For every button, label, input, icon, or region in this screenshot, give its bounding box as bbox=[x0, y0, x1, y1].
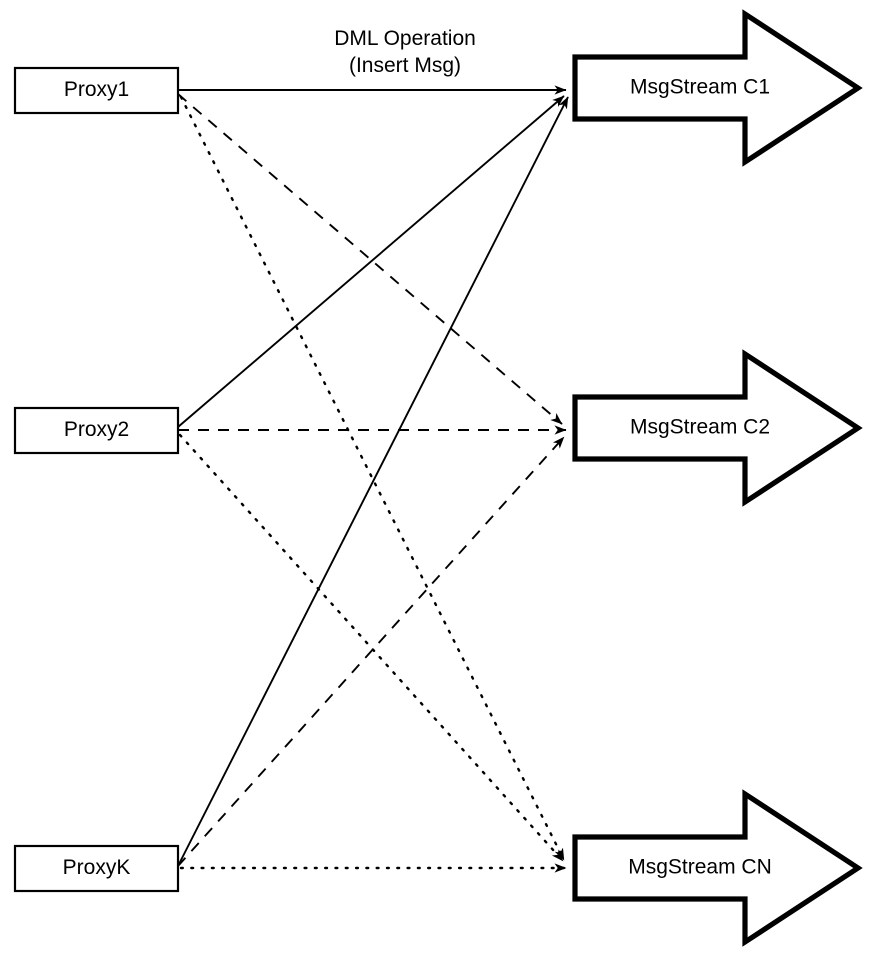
proxyk-node[interactable]: ProxyK bbox=[13, 844, 180, 893]
dml-operation-annotation-line2: (Insert Msg) bbox=[349, 54, 461, 77]
proxy1-node[interactable]: Proxy1 bbox=[13, 66, 180, 115]
msgstream-c2-arrow-shape bbox=[572, 349, 863, 507]
proxy1-label: Proxy1 bbox=[64, 78, 129, 101]
proxyk-label: ProxyK bbox=[63, 856, 131, 879]
edge-proxy2-to-msgstream-cn bbox=[178, 433, 565, 863]
msgstream-c1-node[interactable]: MsgStream C1 bbox=[572, 9, 863, 167]
proxy2-box bbox=[13, 406, 180, 455]
edges-layer bbox=[177, 85, 569, 873]
msgstream-cn-label: MsgStream CN bbox=[628, 856, 772, 879]
edge-proxy1-to-msgstream-cn bbox=[179, 95, 566, 862]
proxy2-node[interactable]: Proxy2 bbox=[13, 406, 180, 455]
msgstream-cn-arrow-shape bbox=[572, 789, 863, 947]
edge-proxy2-to-msgstream-c1 bbox=[177, 95, 565, 428]
edge-proxy1-to-msgstream-c2 bbox=[177, 93, 563, 425]
edge-proxyk-to-msgstream-c1 bbox=[177, 96, 569, 867]
msgstream-c2-node[interactable]: MsgStream C2 bbox=[572, 349, 863, 507]
proxy1-box bbox=[13, 66, 180, 115]
proxy2-label: Proxy2 bbox=[64, 418, 129, 441]
dml-operation-annotation-line1: DML Operation bbox=[334, 27, 476, 50]
msgstream-cn-node[interactable]: MsgStream CN bbox=[572, 789, 863, 947]
edge-proxyk-to-msgstream-c2 bbox=[177, 436, 565, 867]
msgstream-c1-arrow-shape bbox=[572, 9, 863, 167]
annotation-layer: DML Operation (Insert Msg) bbox=[334, 27, 476, 77]
msgstream-c2-label: MsgStream C2 bbox=[630, 416, 770, 439]
proxies-layer: Proxy1 Proxy2 ProxyK bbox=[13, 66, 180, 893]
streams-layer: MsgStream C1 MsgStream C2 MsgStream CN bbox=[572, 9, 863, 947]
msgstream-c1-label: MsgStream C1 bbox=[630, 76, 770, 99]
proxyk-box bbox=[13, 844, 180, 893]
